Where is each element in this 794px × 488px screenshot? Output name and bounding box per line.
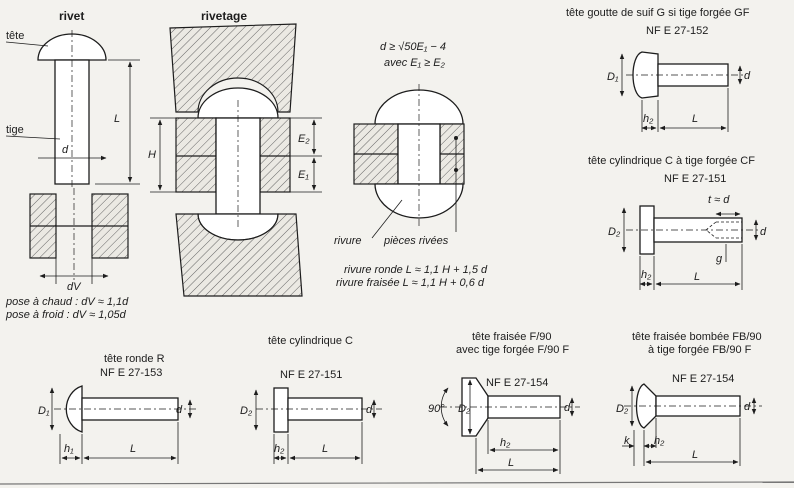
cyl-forgee-D2: D₂ bbox=[608, 226, 621, 238]
ronde-d: d bbox=[176, 404, 183, 416]
fraisee-h2: h₂ bbox=[500, 437, 511, 449]
ronde-h1: h₁ bbox=[64, 443, 74, 455]
cylindrique-h2: h₂ bbox=[274, 443, 285, 455]
cyl-forgee-h2: h₂ bbox=[641, 269, 652, 281]
rivure-head-top bbox=[374, 89, 464, 125]
cyl-forgee-L: L bbox=[694, 271, 700, 283]
page-bottom-edge bbox=[0, 481, 794, 485]
formula-E: avec E₁ ≥ E₂ bbox=[384, 57, 446, 69]
cylindrique-D2: D₂ bbox=[240, 405, 253, 417]
fraisee-subtitle: avec tige forgée F/90 F bbox=[456, 344, 569, 356]
fraisee-D2: D₂ bbox=[458, 403, 471, 415]
sheet-left bbox=[175, 117, 217, 193]
dv-label: dV bbox=[67, 281, 82, 293]
head-ronde: tête ronde R NF E 27-153 D₁ d h₁ L bbox=[38, 353, 196, 464]
bombee-norm: NF E 27-154 bbox=[672, 373, 734, 385]
ronde-title: tête ronde R bbox=[104, 353, 165, 365]
bombee-title: tête fraisée bombée FB/90 bbox=[632, 331, 762, 343]
rivure-drawing: d ≥ √50E₁ − 4 avec E₁ ≥ E₂ rivure pièces… bbox=[334, 41, 488, 289]
ronde-L: L bbox=[130, 443, 136, 455]
tete-label: tête bbox=[6, 30, 24, 42]
head-fraisee-bombee: tête fraisée bombée FB/90 à tige forgée … bbox=[616, 331, 762, 466]
head-goutte-de-suif: tête goutte de suif G si tige forgée GF … bbox=[566, 7, 751, 132]
ronde-D1: D₁ bbox=[38, 405, 50, 417]
die-top bbox=[169, 23, 297, 113]
goutte-h2: h₂ bbox=[643, 113, 654, 125]
bombee-shank bbox=[655, 395, 741, 417]
goutte-d: d bbox=[744, 70, 751, 82]
rivet-drawing: rivet tête tige d L dV pose à chaud : dV… bbox=[5, 9, 140, 321]
head-fraisee: tête fraisée F/90 avec tige forgée F/90 … bbox=[428, 331, 580, 474]
head-cylindrique: tête cylindrique C NF E 27-151 D₂ d h₂ L bbox=[240, 335, 382, 464]
bombee-d: d bbox=[744, 401, 751, 413]
fraisee-title: tête fraisée F/90 bbox=[472, 331, 552, 343]
goutte-D1: D₁ bbox=[607, 71, 619, 83]
rivure-label: rivure bbox=[334, 235, 362, 247]
cylindrique-title: tête cylindrique C bbox=[268, 335, 353, 347]
cyl-forgee-g: g bbox=[716, 253, 723, 265]
goutte-L: L bbox=[692, 113, 698, 125]
sheet-right bbox=[259, 117, 291, 193]
pose-froid-text: pose à froid : dV ≈ 1,05d bbox=[5, 309, 127, 321]
formula-d: d ≥ √50E₁ − 4 bbox=[380, 41, 446, 53]
fraisee-angle: 90° bbox=[428, 403, 445, 415]
cylindrique-L: L bbox=[322, 443, 328, 455]
ronde-norm: NF E 27-153 bbox=[100, 367, 162, 379]
bombee-head bbox=[635, 383, 657, 429]
die-bottom bbox=[175, 213, 303, 297]
rivure-fraisee-formula: rivure fraisée L ≈ 1,1 H + 0,6 d bbox=[336, 277, 485, 289]
H-label: H bbox=[148, 149, 156, 161]
fraisee-L: L bbox=[508, 457, 514, 469]
pieces-rivees-label: pièces rivées bbox=[383, 235, 449, 247]
bombee-subtitle: à tige forgée FB/90 F bbox=[648, 344, 752, 356]
fraisee-norm: NF E 27-154 bbox=[486, 377, 548, 389]
cyl-forgee-norm: NF E 27-151 bbox=[664, 173, 726, 185]
tige-label: tige bbox=[6, 124, 24, 136]
cylindrique-norm: NF E 27-151 bbox=[280, 369, 342, 381]
E2-label: E₂ bbox=[298, 133, 310, 145]
rivet-d-label: d bbox=[62, 144, 69, 156]
rivet-title: rivet bbox=[59, 9, 84, 23]
cyl-forgee-title: tête cylindrique C à tige forgée CF bbox=[588, 155, 755, 167]
bombee-L: L bbox=[692, 449, 698, 461]
rivure-ronde-formula: rivure ronde L ≈ 1,1 H + 1,5 d bbox=[344, 264, 488, 276]
cyl-forgee-t: t ≈ d bbox=[708, 194, 730, 206]
E1-label: E₁ bbox=[298, 169, 309, 181]
cyl-forgee-d: d bbox=[760, 226, 767, 238]
bombee-h2: h₂ bbox=[654, 435, 665, 447]
rivetage-drawing: rivetage H E₂ E₁ bbox=[148, 9, 322, 297]
bombee-D2: D₂ bbox=[616, 403, 629, 415]
bombee-k: k bbox=[624, 435, 630, 447]
rivetage-title: rivetage bbox=[201, 9, 247, 23]
fraisee-d: d bbox=[564, 402, 571, 414]
head-cylindrique-forgee: tête cylindrique C à tige forgée CF NF E… bbox=[588, 155, 767, 290]
pose-chaud-text: pose à chaud : dV ≈ 1,1d bbox=[5, 296, 129, 308]
goutte-norm: NF E 27-152 bbox=[646, 25, 708, 37]
rivet-L-label: L bbox=[114, 113, 120, 125]
cylindrique-d: d bbox=[366, 404, 373, 416]
cylindrique-head bbox=[273, 387, 289, 433]
goutte-title: tête goutte de suif G si tige forgée GF bbox=[566, 7, 750, 19]
